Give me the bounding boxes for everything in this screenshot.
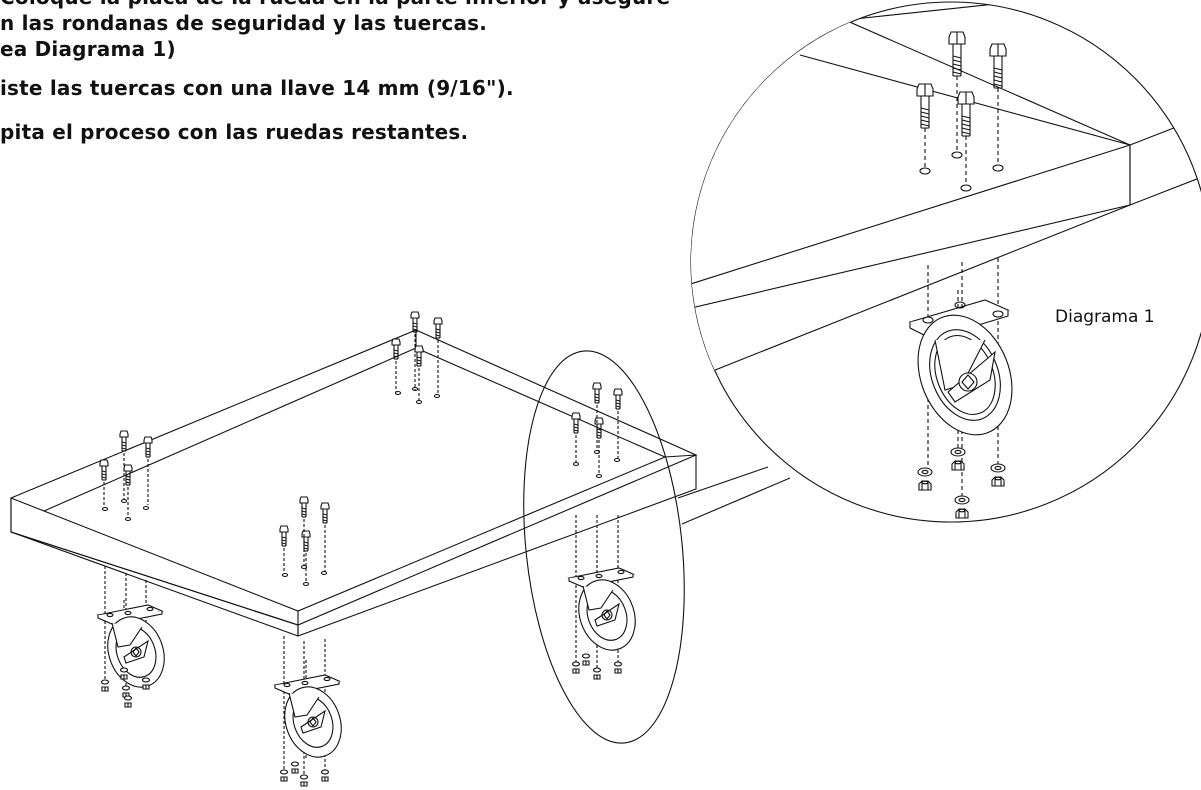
bolts-front [279,496,330,587]
bolts-left [99,430,153,522]
instruction-line-3: ea Diagrama 1) [0,37,176,61]
caster-left [97,566,175,708]
instruction-line-1: Coloque la placa de la rueda en la parte… [0,0,670,12]
instruction-line-2: n las rondanas de seguridad y las tuerca… [0,11,488,35]
diagram-1-label: Diagrama 1 [1055,307,1155,327]
callout-ellipse [523,350,685,744]
callout-leader-upper [677,466,769,499]
instruction-line-5: pita el proceso con las ruedas restantes… [0,120,469,144]
bolts-right [571,382,623,479]
caster-right [568,515,646,680]
callout-leader-lower [681,477,791,525]
instruction-line-4: iste las tuercas con una llave 14 mm (9/… [0,76,514,100]
bolts-back [391,311,443,405]
caster-front [274,636,352,787]
detail-caster [908,299,1013,436]
table-top [10,329,698,637]
